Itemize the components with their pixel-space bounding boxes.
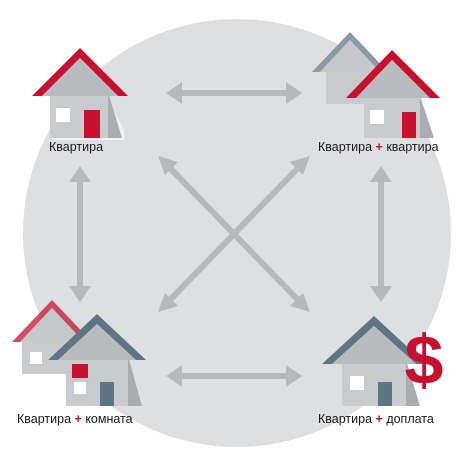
- plus-sign: +: [375, 140, 383, 154]
- house-apartment-plus-apartment-icon: [312, 32, 440, 138]
- label-word: комната: [85, 412, 133, 426]
- label-word: Квартира: [17, 412, 72, 426]
- label-word: доплата: [386, 412, 434, 426]
- label-word: Квартира: [318, 140, 373, 154]
- arrow-diagonal-anti: [158, 156, 310, 312]
- label-word: Квартира: [49, 140, 104, 154]
- house-apartment-plus-surcharge-icon: [322, 316, 426, 406]
- dollar-sign-icon: $: [405, 321, 444, 399]
- arrow-bottom-horizontal: [166, 365, 302, 387]
- plus-sign: +: [74, 412, 82, 426]
- arrow-left-vertical: [69, 166, 91, 302]
- house-apartment-icon: [32, 48, 128, 140]
- label-apartment-plus-room: Квартира + комната: [17, 412, 133, 426]
- connector-arrows: [69, 82, 392, 387]
- label-word: Квартира: [318, 412, 373, 426]
- arrow-right-vertical: [370, 166, 392, 302]
- arrow-top-horizontal: [166, 82, 302, 104]
- label-apartment-plus-surcharge: Квартира + доплата: [318, 412, 434, 426]
- house-apartment-plus-room-icon: [12, 300, 146, 406]
- label-apartment: Квартира: [49, 140, 103, 154]
- label-word: квартира: [386, 140, 439, 154]
- plus-sign: +: [375, 412, 383, 426]
- label-apartment-plus-apartment: Квартира + квартира: [318, 140, 439, 154]
